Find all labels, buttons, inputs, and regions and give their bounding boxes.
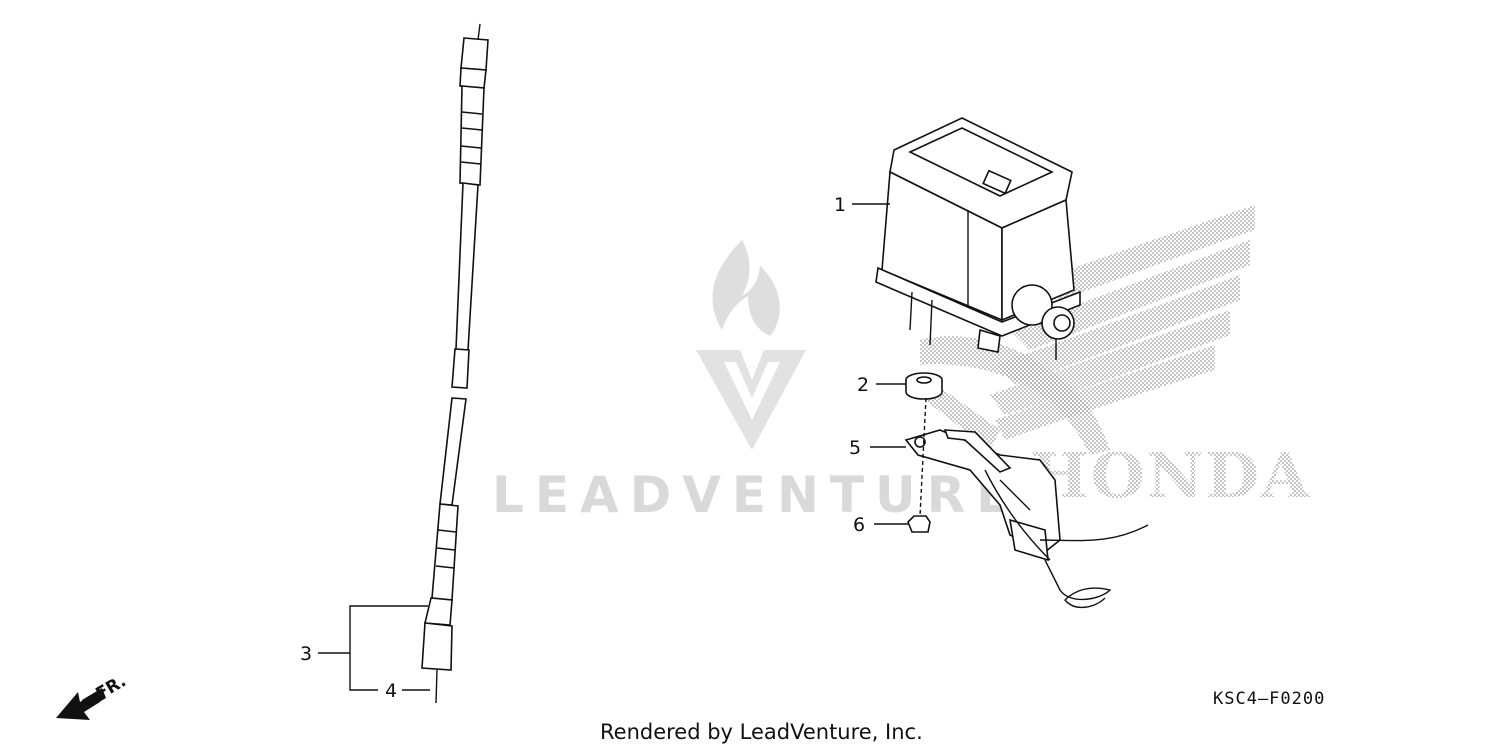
callout-4: 4 [385, 680, 397, 702]
leader-lines [318, 203, 927, 691]
honda-wordmark: HONDA [1030, 439, 1311, 512]
meter-bracket [904, 429, 1149, 608]
callout-6: 6 [853, 514, 865, 536]
honda-wing-logo: HONDA [920, 205, 1311, 512]
leadventure-watermark: LEADVENTURE [492, 240, 1021, 524]
callout-5: 5 [849, 437, 861, 459]
flange-nut [907, 515, 931, 533]
leadventure-flame-logo [712, 240, 780, 336]
grommet [905, 372, 943, 400]
callouts: 1 2 3 4 5 6 [300, 194, 869, 702]
diagram-code: KSC4—F0200 [1213, 689, 1325, 709]
speedometer-cable [421, 23, 489, 704]
render-credit: Rendered by LeadVenture, Inc. [600, 720, 923, 744]
front-direction-arrow-icon: FR. [56, 671, 130, 720]
callout-1: 1 [834, 194, 846, 216]
callout-3: 3 [300, 643, 312, 665]
speedometer-unit [875, 117, 1081, 360]
callout-2: 2 [857, 374, 869, 396]
watermark-text: LEADVENTURE [492, 466, 1021, 524]
